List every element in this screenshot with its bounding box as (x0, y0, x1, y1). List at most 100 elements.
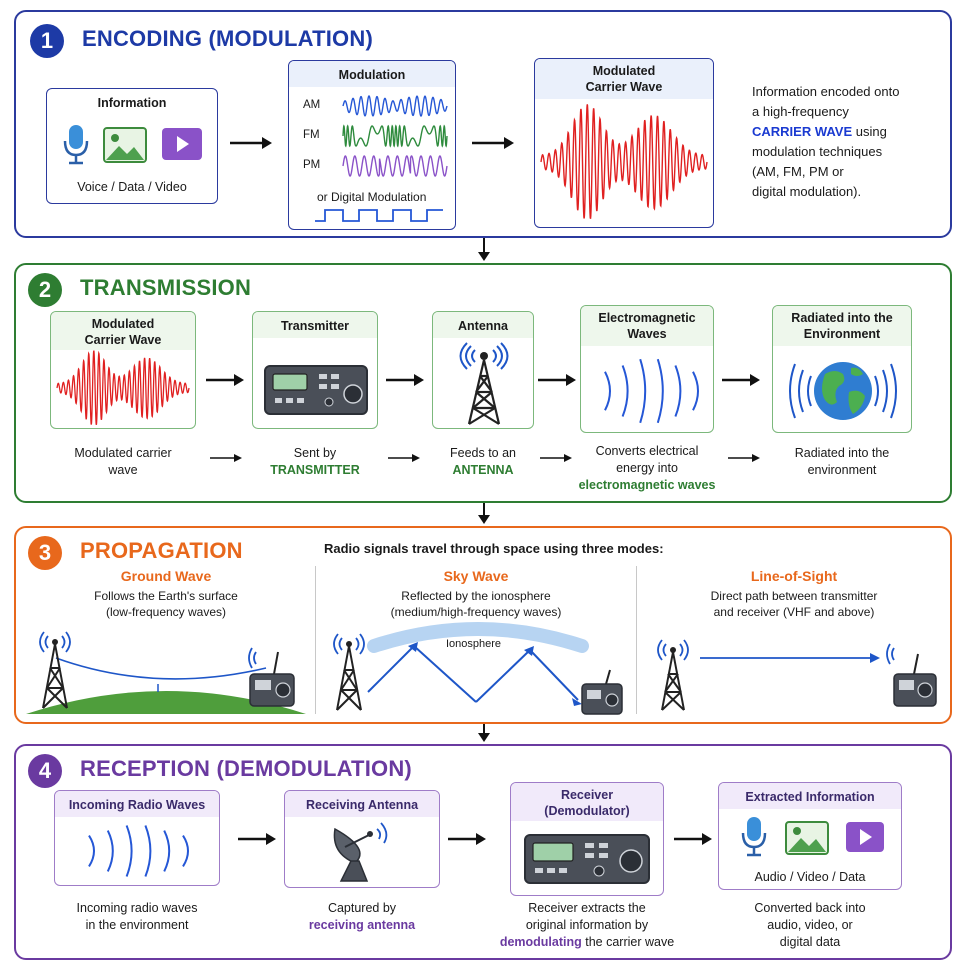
caption-line: Radiated into the (794, 446, 890, 460)
modulated-carrier-wave (540, 104, 708, 219)
video-play-icon (846, 822, 884, 852)
image-icon (785, 821, 829, 855)
section-title: TRANSMISSION (80, 275, 252, 300)
ground-wave-title: Ground Wave (120, 568, 212, 584)
desc-line: digital modulation). (752, 184, 862, 199)
title-line: Modulated (91, 317, 155, 331)
extracted-information-box: Extracted Information Audio / Video / Da… (718, 782, 902, 890)
electromagnetic-waves-box: Electromagnetic Waves (580, 305, 714, 433)
image-icon (103, 127, 147, 163)
caption-line: original information by (525, 918, 649, 932)
title-line: Carrier Wave (585, 80, 663, 94)
desc-line: Reflected by the ionosphere (401, 589, 551, 603)
arrow-right-icon (538, 374, 576, 386)
desc-line: and receiver (VHF and above) (713, 605, 875, 619)
pm-label: PM (303, 159, 321, 171)
line-of-sight-desc: Direct path between transmitter and rece… (636, 588, 952, 620)
demodulating-highlight: demodulating (499, 935, 582, 949)
fm-wave (342, 124, 448, 148)
title-line: Waves (627, 327, 667, 341)
arrow-right-icon (386, 374, 424, 386)
caption-text: the carrier wave (581, 935, 675, 949)
satellite-dish-icon (333, 822, 388, 882)
modulation-box: Modulation AM FM PM or Digital Modulatio… (288, 60, 456, 230)
arrow-right-icon (448, 833, 486, 845)
antenna-box: Antenna (432, 311, 534, 429)
information-box: Information Voice / Data / Video (46, 88, 218, 204)
receiver-icon (524, 834, 650, 884)
microphone-icon (741, 817, 767, 857)
box-title: Information (97, 96, 167, 110)
caption-line: Receiver extracts the (528, 901, 646, 915)
transmitter-highlight: TRANSMITTER (270, 463, 360, 477)
caption: Sent by TRANSMITTER (252, 445, 378, 479)
caption: Converted back into audio, video, or dig… (718, 900, 902, 951)
caption-line: in the environment (85, 918, 189, 932)
desc-line: (low-frequency waves) (105, 605, 227, 619)
propagation-subtitle: Radio signals travel through space using… (324, 541, 664, 556)
section-transmission: 2 TRANSMISSION Modulated Carrier Wave Tr… (14, 263, 952, 503)
arrow-right-icon (728, 454, 760, 462)
globe-icon (789, 362, 897, 420)
section-number-badge: 3 (28, 536, 62, 570)
ground-wave-desc: Follows the Earth's surface (low-frequen… (16, 588, 316, 620)
caption-line: demodulating the carrier wave (480, 934, 694, 951)
box-title: Receiver (Demodulator) (511, 783, 663, 821)
caption-line: Sent by (293, 446, 337, 460)
section-number-badge: 1 (30, 24, 64, 58)
caption-line: Converts electrical (595, 444, 699, 458)
extracted-caption: Audio / Video / Data (754, 870, 866, 884)
title-line: Modulated (592, 64, 656, 78)
section-propagation: 3 PROPAGATION Radio signals travel throu… (14, 526, 952, 724)
caption-line: Incoming radio waves (76, 901, 198, 915)
desc-line: modulation techniques (752, 144, 883, 159)
arrow-right-icon (540, 454, 572, 462)
electromagnetic-waves-icon (604, 358, 699, 424)
ionosphere-label: Ionosphere (446, 638, 502, 650)
desc-line: (medium/high-frequency waves) (390, 605, 562, 619)
box-title: Incoming Radio Waves (55, 791, 219, 817)
sky-wave-illustration (333, 622, 623, 715)
receiver-box: Receiver (Demodulator) (510, 782, 664, 896)
arrow-right-icon (472, 137, 514, 149)
caption: Feeds to an ANTENNA (422, 445, 544, 479)
video-play-icon (162, 128, 202, 160)
environment-box: Radiated into the Environment (772, 305, 912, 433)
title-line: Receiver (560, 788, 614, 802)
modulated-carrier-wave (56, 350, 190, 425)
caption: Incoming radio waves in the environment (54, 900, 220, 934)
section-number-badge: 4 (28, 754, 62, 788)
box-title: Extracted Information (719, 783, 901, 809)
incoming-radio-waves-box: Incoming Radio Waves (54, 790, 220, 886)
antenna-tower-icon (459, 342, 509, 425)
desc-line: Direct path between transmitter (710, 589, 878, 603)
section-title: RECEPTION (DEMODULATION) (80, 756, 412, 781)
desc-line: a high-frequency (752, 104, 849, 119)
em-waves-highlight: electromagnetic waves (578, 478, 716, 492)
caption: Radiated into the environment (772, 445, 912, 479)
box-title: Receiving Antenna (285, 791, 439, 817)
ground-wave-illustration (26, 631, 306, 714)
caption-line: Feeds to an (449, 446, 516, 460)
arrow-right-icon (674, 833, 712, 845)
arrow-right-icon (206, 374, 244, 386)
caption: Modulated carrier wave (56, 445, 190, 479)
box-title: Modulated Carrier Wave (51, 312, 195, 350)
sky-wave-desc: Reflected by the ionosphere (medium/high… (316, 588, 636, 620)
caption: Captured by receiving antenna (284, 900, 440, 934)
modulated-carrier-box: Modulated Carrier Wave (534, 58, 714, 228)
arrow-right-icon (210, 454, 242, 462)
caption-line: Converted back into (754, 901, 866, 915)
section-encoding: 1 ENCODING (MODULATION) Information Voic… (14, 10, 952, 238)
antenna-highlight: ANTENNA (452, 463, 514, 477)
box-title: Modulation (289, 61, 455, 87)
digital-square-wave (315, 209, 443, 222)
title-line: Radiated into the (791, 311, 893, 325)
box-title: Modulated Carrier Wave (535, 59, 713, 99)
receiving-antenna-highlight: receiving antenna (308, 918, 416, 932)
title-line: Environment (803, 327, 881, 341)
information-caption: Voice / Data / Video (77, 180, 187, 194)
caption-line: Modulated carrier (74, 446, 172, 460)
desc-line: Follows the Earth's surface (94, 589, 238, 603)
desc-text: using (852, 124, 887, 139)
